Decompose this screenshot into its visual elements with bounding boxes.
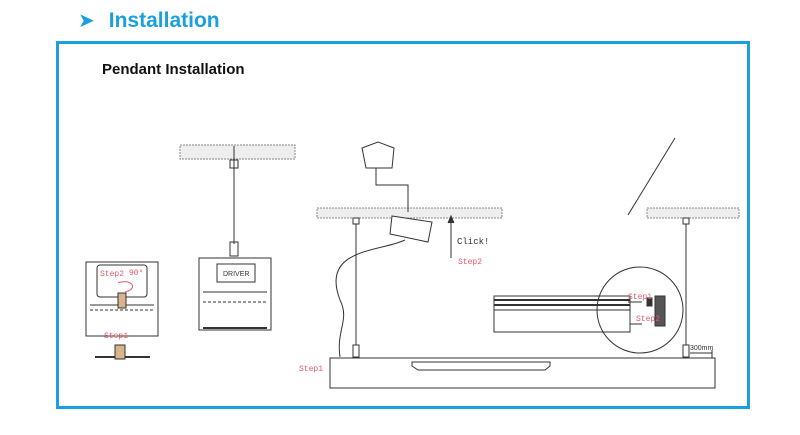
chevron-arrow-icon: ➤ xyxy=(78,10,95,32)
profile-cross-section-rotate: Step2 90° Step1 xyxy=(85,261,159,341)
profile-step1-label: Step1 xyxy=(104,332,128,341)
detail-step1-label: Step1 xyxy=(628,293,652,302)
main-step1-label: Step1 xyxy=(299,365,323,374)
linear-luminaire xyxy=(329,357,716,389)
section-header: ➤ Installation xyxy=(78,8,220,33)
angled-wire xyxy=(627,137,676,216)
main-step2-label: Step2 xyxy=(458,258,482,267)
distance-label: 300mm xyxy=(690,345,714,352)
power-cable xyxy=(335,239,406,358)
detail-step2-label: Step2 xyxy=(636,315,660,324)
distance-dimension xyxy=(690,350,713,358)
profile-angle-label: 90° xyxy=(129,269,143,278)
profile-step2-label: Step2 xyxy=(100,270,124,279)
junction-box xyxy=(389,215,433,243)
ceiling-slab-main xyxy=(316,207,503,219)
installation-panel: Pendant Installation xyxy=(56,41,750,409)
ceiling-slab-small xyxy=(179,144,296,160)
pendant-profile-with-driver: DRIVER xyxy=(198,146,272,331)
mounting-clip xyxy=(95,344,150,360)
click-label: Click! xyxy=(457,237,489,247)
click-arrow-icon xyxy=(447,214,455,258)
ceiling-slab-right xyxy=(646,207,740,219)
subsection-title: Pendant Installation xyxy=(102,61,245,78)
power-plug-icon xyxy=(361,141,409,212)
driver-label: DRIVER xyxy=(223,271,249,278)
end-cap-detail xyxy=(493,137,684,354)
section-title: Installation xyxy=(108,8,220,32)
